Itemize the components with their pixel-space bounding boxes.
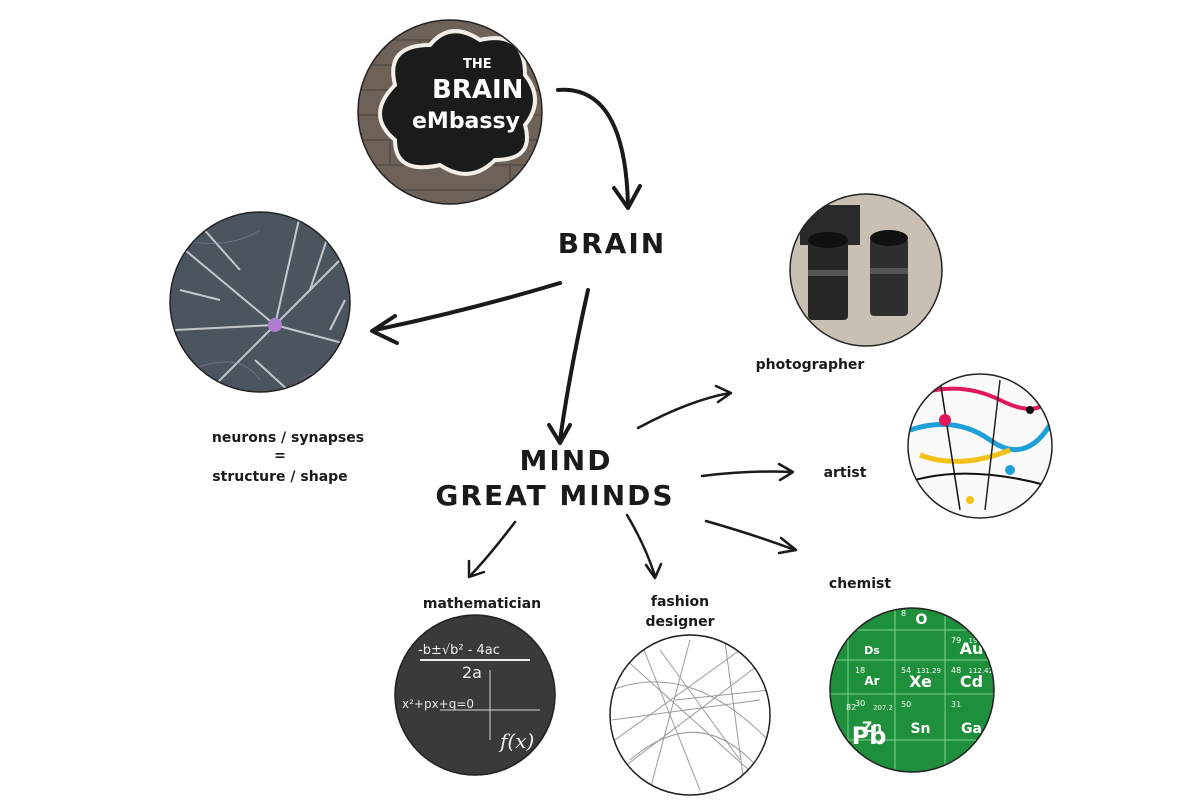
camera-lenses-image [789,193,943,347]
neurons-caption-line2: = [274,448,286,464]
element-symbol: Cd [960,672,983,691]
element-symbol: Sn [910,721,930,737]
element-number: 54 [901,666,911,675]
math-fx: f(x) [498,729,534,753]
brain-embassy-logo-image: THE BRAIN eMbassy [357,19,543,205]
element-number: 79 [951,636,961,645]
element-symbol: Xe [909,672,932,691]
element-number: 31 [951,700,961,709]
element-mass: 196.97 [969,637,994,645]
element-symbol: Zn [862,720,882,736]
arrow-to-fashion-designer [625,513,663,580]
element-number: 50 [901,700,911,709]
math-poly: x²+px+q=0 [402,697,474,711]
fashion-label-line1: fashion [651,594,709,610]
neurons-caption-line3: structure / shape [212,469,347,485]
artist-label: artist [824,465,867,481]
fashion-sketch-image [609,634,771,796]
element-symbol: Ds [864,644,880,657]
mind-heading: MIND [520,444,613,477]
logo-text-brain: BRAIN [432,75,523,105]
element-symbol: O [916,612,928,628]
mathematician-label: mathematician [423,596,541,612]
element-mass: 207.2 [873,704,893,712]
element-number: 30 [855,699,865,708]
element-number: 8 [901,609,906,618]
element-symbol: Au [960,639,984,658]
brain-heading: BRAIN [558,227,666,260]
logo-text-the: THE [463,57,492,72]
arrow-to-chemist [704,519,798,555]
element-mass: 112.41 [969,667,994,675]
great-minds-heading: GREAT MINDS [435,479,674,512]
element-symbol: Ar [864,674,879,688]
fashion-label-line2: designer [645,614,714,630]
chalkboard-image: -b±√b² - 4ac 2a x²+px+q=0 f(x) [394,614,556,776]
element-symbol: Pb [852,722,887,750]
arrow-to-artist [700,462,795,482]
logo-text-embassy: eMbassy [412,109,520,134]
arrow-to-photographer [636,384,733,430]
arrow-logo-to-brain [556,87,642,210]
math-formula-top: -b±√b² - 4ac [418,643,500,658]
element-number: 82 [846,703,856,712]
chemist-label: chemist [829,576,891,592]
paint-splatter-image [907,373,1053,519]
element-symbol: Ga [961,721,982,737]
arrow-brain-to-mind [547,288,590,445]
element-mass: 131.29 [917,667,942,675]
element-number: 48 [951,666,961,675]
arrow-brain-to-neurons [370,281,562,345]
element-number: 18 [855,666,865,675]
neuron-image [169,211,351,393]
element-cell-ds: Ds [864,644,880,657]
arrow-to-mathematician [467,520,517,579]
photographer-label: photographer [756,357,865,373]
math-formula-bottom: 2a [462,663,482,682]
element-cell-pb: 82 207.2Pb [846,703,893,750]
neurons-caption-line1: neurons / synapses [212,430,364,446]
